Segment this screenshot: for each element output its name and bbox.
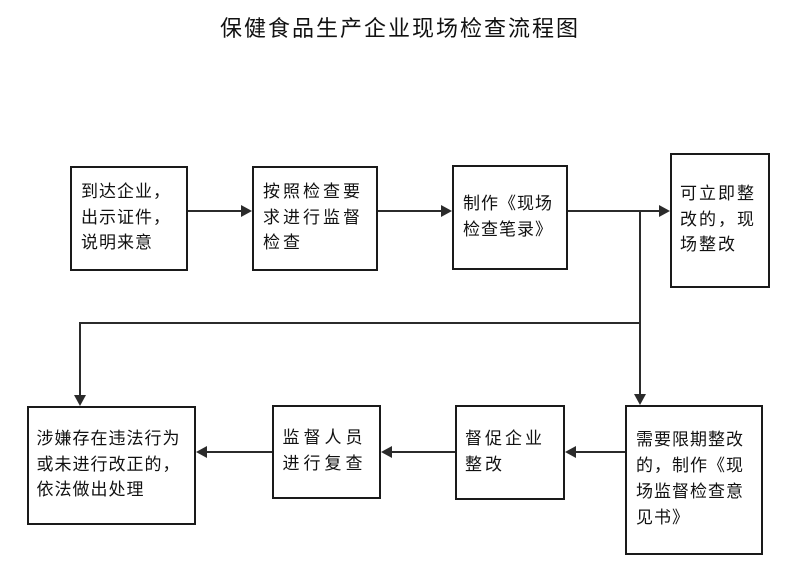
- connector-n4-to-n7-vertical: [79, 322, 81, 395]
- arrowhead-n5b-to-n6: [381, 446, 392, 458]
- connector-n6-to-n7: [207, 451, 272, 453]
- arrowhead-n6-to-n7: [196, 446, 207, 458]
- connector-n1-to-n2: [188, 210, 241, 212]
- flow-node-urge-enterprise-rectify[interactable]: 督促企业整改: [455, 405, 565, 500]
- arrowhead-n4-to-n7: [74, 395, 86, 406]
- flow-node-label: 到达企业，出示证件，说明来意: [81, 181, 171, 254]
- arrowhead-branch-to-n5: [634, 394, 646, 405]
- flow-node-label: 督促企业整改: [465, 428, 545, 475]
- flow-node-label: 可立即整改的，现场整改: [680, 183, 756, 256]
- connector-n4-to-n7-horizontal: [79, 322, 640, 324]
- connector-branch-to-n5: [639, 211, 641, 394]
- flow-node-label: 制作《现场检查笔录》: [463, 193, 553, 240]
- flow-node-arrive-at-enterprise[interactable]: 到达企业，出示证件，说明来意: [70, 166, 188, 271]
- connector-n3-to-n4: [568, 210, 659, 212]
- flow-node-create-inspection-record[interactable]: 制作《现场检查笔录》: [452, 165, 568, 270]
- connector-n5-to-n5b: [576, 451, 625, 453]
- arrowhead-n5-to-n5b: [565, 446, 576, 458]
- flow-node-time-limited-rectification[interactable]: 需要限期整改的，制作《现场监督检查意见书》: [625, 405, 763, 555]
- arrowhead-n1-to-n2: [241, 205, 252, 217]
- connector-n2-to-n3: [378, 210, 441, 212]
- arrowhead-n3-to-n4: [659, 205, 670, 217]
- flow-node-label: 涉嫌存在违法行为或未进行改正的，依法做出处理: [36, 428, 181, 501]
- flow-node-immediate-rectification[interactable]: 可立即整改的，现场整改: [670, 153, 770, 288]
- flow-node-label: 需要限期整改的，制作《现场监督检查意见书》: [636, 430, 744, 528]
- page-title: 保健食品生产企业现场检查流程图: [219, 17, 580, 42]
- flow-node-label: 监督人员进行复查: [282, 428, 367, 474]
- flow-node-conduct-inspection[interactable]: 按照检查要求进行监督检查: [252, 166, 378, 271]
- flow-node-illegal-conduct-handling[interactable]: 涉嫌存在违法行为或未进行改正的，依法做出处理: [27, 406, 196, 525]
- flow-node-supervisor-recheck[interactable]: 监督人员进行复查: [272, 405, 381, 499]
- flow-node-label: 按照检查要求进行监督检查: [263, 181, 363, 254]
- connector-n5b-to-n6: [392, 451, 455, 453]
- arrowhead-n2-to-n3: [441, 205, 452, 217]
